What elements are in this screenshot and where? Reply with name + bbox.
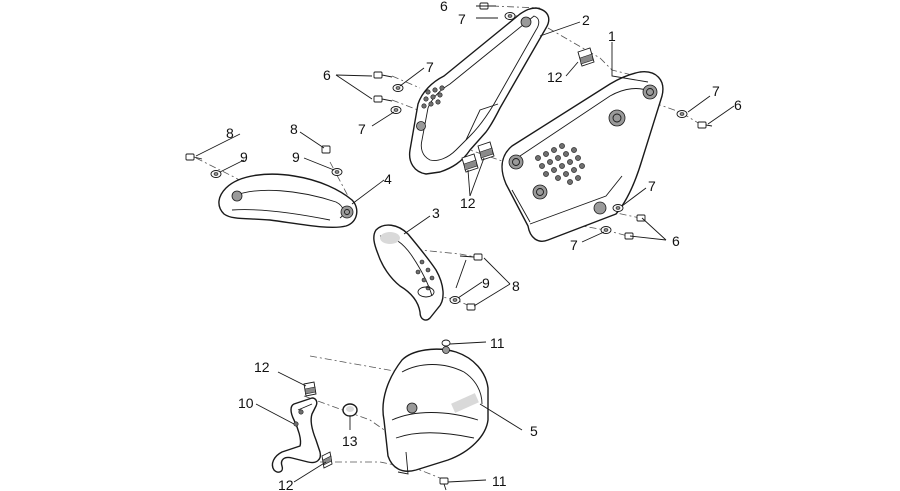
callout-11: 11 <box>492 473 507 489</box>
heat-shield-curved <box>218 173 358 229</box>
callout-7: 7 <box>458 11 466 27</box>
washer-right-upper <box>676 110 688 118</box>
spring-clip-upper <box>577 47 595 67</box>
callout-9: 9 <box>292 149 300 165</box>
screw-right-upper <box>697 121 713 129</box>
screw-left-upper <box>373 71 393 79</box>
bolt-housing-bottom <box>439 477 449 491</box>
screw-shield-left <box>185 153 203 161</box>
callout-7: 7 <box>570 237 578 253</box>
clip-bracket-bottom <box>321 451 333 469</box>
callout-12: 12 <box>254 359 270 375</box>
side-cover-left <box>408 7 550 175</box>
screw-left-lower <box>373 95 393 103</box>
callout-7: 7 <box>712 83 720 99</box>
washer-right-middle <box>612 204 624 212</box>
callout-7: 7 <box>358 121 366 137</box>
rubber-grommet <box>342 403 358 417</box>
washer-left-upper <box>392 84 404 92</box>
spring-clip-middle-right <box>477 141 495 161</box>
callout-8: 8 <box>226 125 234 141</box>
callout-2: 2 <box>582 12 590 28</box>
washer-shield-left <box>210 170 222 178</box>
callout-6: 6 <box>672 233 680 249</box>
side-cover-right <box>501 71 664 242</box>
callout-1: 1 <box>608 28 616 44</box>
callout-12: 12 <box>278 477 294 491</box>
callout-12: 12 <box>460 195 476 211</box>
washer-shield-right <box>331 168 343 176</box>
perforated-guard <box>373 224 444 321</box>
vent-holes-right-cover <box>535 143 585 185</box>
callout-6: 6 <box>440 0 448 14</box>
callout-9: 9 <box>240 149 248 165</box>
leader-lines <box>195 5 735 483</box>
callout-3: 3 <box>432 205 440 221</box>
spring-clip-middle-left <box>461 153 479 173</box>
screw-guard-upper <box>459 253 483 261</box>
callout-8: 8 <box>512 278 520 294</box>
callout-5: 5 <box>530 423 538 439</box>
callout-10: 10 <box>238 395 254 411</box>
screw-guard-lower <box>466 303 476 311</box>
washer-guard-lower <box>449 296 461 304</box>
callout-11: 11 <box>490 335 505 351</box>
bolt-housing-top <box>441 339 451 347</box>
callout-4: 4 <box>384 171 392 187</box>
mounting-bracket <box>271 397 322 473</box>
callout-6: 6 <box>734 97 742 113</box>
callout-6: 6 <box>323 67 331 83</box>
callout-7: 7 <box>648 178 656 194</box>
callout-7: 7 <box>426 59 434 75</box>
vent-holes-left-cover <box>421 85 445 109</box>
callout-labels: 1 2 6 7 6 7 7 12 7 6 7 7 6 12 4 3 8 9 8 … <box>226 0 742 491</box>
callout-8: 8 <box>290 121 298 137</box>
clip-bracket-top <box>303 381 317 397</box>
washer-top <box>504 12 516 20</box>
washer-left-lower <box>390 106 402 114</box>
housing-cover <box>382 346 489 475</box>
callout-13: 13 <box>342 433 358 449</box>
callout-9: 9 <box>482 275 490 291</box>
callout-12: 12 <box>547 69 563 85</box>
